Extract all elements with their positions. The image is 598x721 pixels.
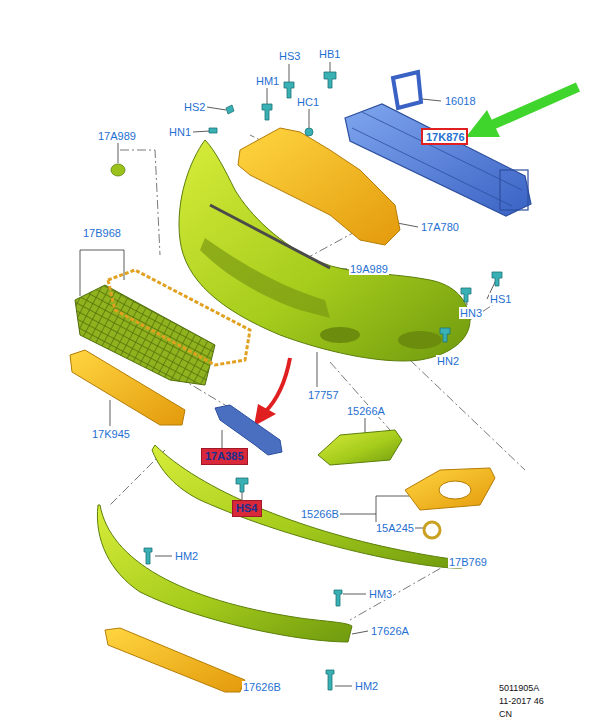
callout-number: HN1	[168, 126, 192, 138]
callout-number: 17A780	[420, 221, 460, 233]
callout-number: HC1	[296, 96, 320, 108]
fog-bezel	[318, 430, 402, 465]
fastener	[111, 72, 502, 690]
callout-number: 17757	[307, 389, 340, 401]
part-number: 17K876	[426, 131, 463, 143]
callout-number: 15266A	[346, 405, 386, 417]
callout-number: HS1	[489, 293, 512, 305]
callout-number: HB1	[318, 48, 341, 60]
callout-number: 17626B	[242, 681, 282, 693]
highlight-tag: 17A385	[201, 448, 248, 465]
callout-number: 17K945	[91, 428, 131, 440]
callout-number: 15266B	[300, 508, 340, 520]
callout-number: HM1	[255, 75, 280, 87]
highlight-tag: HS4	[232, 500, 262, 517]
callout-number: HS3	[278, 50, 301, 62]
callout-number: HM3	[368, 588, 393, 600]
bumper-cover	[179, 140, 470, 361]
lower-cover	[97, 505, 352, 642]
callout-number: HS2	[183, 101, 206, 113]
pointer-arrow	[254, 358, 290, 426]
callout-number: 16018	[444, 95, 477, 107]
highlight-box: 17K876	[421, 128, 468, 145]
pointer-arrow	[466, 87, 578, 137]
callout-number: HM2	[354, 680, 379, 692]
callout-number: 17B968	[82, 227, 122, 239]
drawing-code: 5011905A	[498, 683, 540, 694]
lower-trim	[105, 628, 245, 692]
callout-number: HN2	[436, 355, 460, 367]
callout-number: 17A989	[97, 130, 137, 142]
ring	[424, 522, 440, 538]
trim-strip	[70, 350, 185, 425]
fog-bezel	[405, 468, 495, 510]
part-number: HS4	[236, 502, 258, 514]
grille-frame	[108, 270, 250, 365]
part-number: 17A385	[205, 450, 244, 462]
lower-strip	[152, 445, 465, 568]
callout-number: HM2	[174, 550, 199, 562]
callout-number: 15A245	[375, 522, 415, 534]
drawing-code: CN	[498, 709, 513, 720]
callout-number: 17B769	[448, 556, 488, 568]
callout-number: 19A989	[349, 263, 389, 275]
callout-number: HN3	[459, 307, 483, 319]
drawing-code: 11-2017 46	[498, 696, 545, 707]
callout-number: 17626A	[370, 625, 410, 637]
